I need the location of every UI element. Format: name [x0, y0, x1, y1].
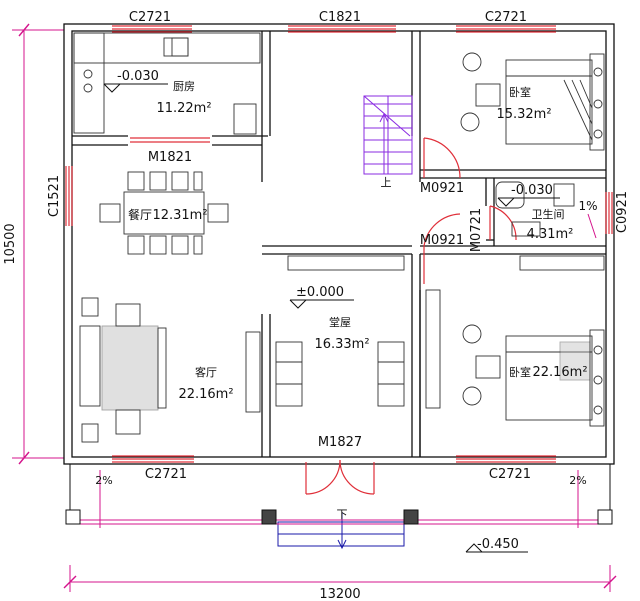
door-label-dining: M1821 — [148, 150, 192, 165]
door-label-main: M1827 — [318, 435, 362, 450]
door-main — [305, 459, 375, 495]
room-name-living: 客厅 — [195, 365, 217, 379]
room-name-hall: 堂屋 — [329, 316, 351, 329]
slope-right-apron: 2% — [569, 474, 586, 487]
elevation-outdoor: -0.450 — [477, 537, 519, 552]
dimension-width: 13200 — [319, 587, 360, 601]
window-left — [65, 166, 73, 226]
window-label-top-right: C2721 — [485, 10, 527, 25]
dimension-lines — [12, 23, 617, 592]
door-label-bed-lower: M0921 — [420, 233, 464, 248]
slope-left-apron: 2% — [95, 474, 112, 487]
window-label-top-mid: C1821 — [319, 10, 361, 25]
room-area-living: 22.16m² — [178, 387, 233, 402]
elevation-hall: ±0.000 — [296, 285, 344, 300]
hall-counter — [287, 255, 405, 271]
room-name-dining: 餐厅 — [128, 207, 152, 222]
window-label-bottom-right: C2721 — [489, 467, 531, 482]
windows — [65, 25, 613, 463]
elevation-bath: -0.030 — [511, 183, 553, 198]
door-label-bath: M0721 — [469, 208, 484, 252]
bed-upper — [460, 52, 605, 151]
door-bath — [489, 205, 517, 241]
living-sofa-set — [79, 297, 167, 443]
dining-table — [99, 171, 229, 255]
window-top-left — [112, 25, 192, 33]
staircase — [363, 95, 413, 175]
window-label-bottom-left: C2721 — [145, 467, 187, 482]
bed-lower — [425, 255, 605, 427]
window-label-top-left: C2721 — [129, 10, 171, 25]
room-name-kitchen: 厨房 — [173, 80, 195, 93]
window-top-right — [456, 25, 556, 33]
furniture — [73, 32, 605, 443]
slope-bath: 1% — [578, 199, 597, 213]
walls — [63, 23, 615, 465]
room-area-bedroom-lower: 22.16m² — [532, 365, 587, 380]
bath-fixtures — [495, 181, 575, 237]
window-label-bath: C0921 — [615, 191, 630, 233]
stair-down-label: 下 — [337, 508, 348, 521]
window-top-mid — [288, 25, 396, 33]
room-area-kitchen: 11.22m² — [156, 101, 211, 116]
elevation-kitchen: -0.030 — [117, 69, 159, 84]
elevation-markers — [99, 83, 597, 553]
room-area-bathroom: 4.31m² — [527, 227, 574, 242]
labels: C2721 C1821 C2721 C1521 C0921 C2721 C272… — [3, 10, 630, 601]
window-bath — [605, 192, 613, 234]
room-area-hall: 16.33m² — [314, 337, 369, 352]
room-area-dining: 12.31m² — [152, 208, 207, 223]
window-bottom-left — [112, 455, 194, 463]
room-name-bathroom: 卫生间 — [532, 207, 565, 221]
door-bed-upper — [423, 137, 461, 179]
dimension-height: 10500 — [3, 223, 18, 264]
room-area-bedroom-upper: 15.32m² — [496, 107, 551, 122]
doors — [305, 137, 517, 495]
window-dining-door — [130, 137, 210, 143]
door-bed-lower — [423, 213, 461, 284]
apron — [65, 464, 613, 528]
kitchen-counter — [73, 32, 261, 135]
window-label-left: C1521 — [47, 175, 62, 217]
entrance-step — [277, 512, 405, 550]
hall-sofas — [245, 331, 405, 413]
room-name-bedroom-lower: 卧室 — [509, 365, 531, 379]
stair-up-label: 上 — [381, 176, 392, 189]
window-bottom-right — [456, 455, 556, 463]
room-name-bedroom-upper: 卧室 — [509, 85, 531, 99]
door-label-bed-upper: M0921 — [420, 181, 464, 196]
